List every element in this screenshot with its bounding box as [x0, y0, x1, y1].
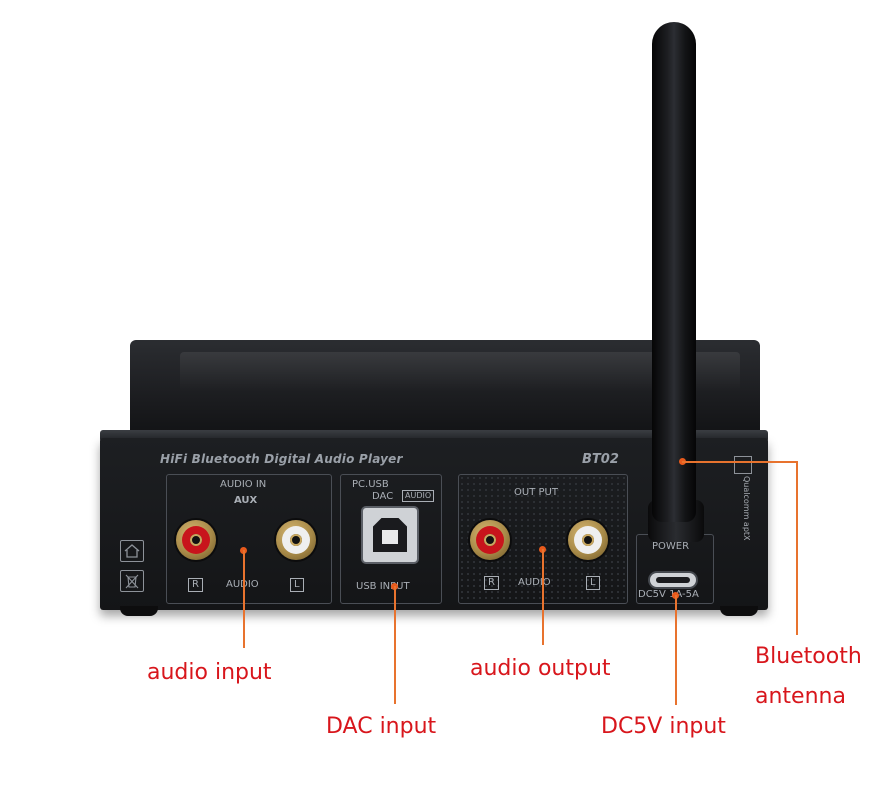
aux-sub: AUX [234, 495, 258, 506]
aux-left-rca-jack[interactable] [276, 520, 316, 560]
aux-left-tag: L [290, 578, 304, 592]
callout-line [675, 595, 677, 705]
rca-hole [190, 534, 202, 546]
callout-line [394, 586, 396, 704]
home-icon [120, 540, 144, 562]
out-audio-text: AUDIO [518, 577, 551, 588]
label-dac-input: DAC input [326, 714, 437, 739]
out-left-rca-jack[interactable] [568, 520, 608, 560]
brand-text: HiFi Bluetooth Digital Audio Player [160, 452, 403, 466]
power-header: POWER [652, 541, 690, 552]
usb-c-slot [656, 577, 690, 583]
usb-bottom-text: USB INPUT [356, 581, 410, 592]
label-antenna: antenna [755, 684, 846, 709]
usb-line2: DAC [372, 491, 394, 502]
aux-audio-text: AUDIO [226, 580, 259, 590]
aptx-sticker: Qualcomm aptX [730, 456, 756, 566]
usb-b-tongue [382, 530, 398, 544]
usb-icon-text: AUDIO [405, 491, 432, 500]
device-foot [720, 606, 758, 616]
out-left-tag: L [586, 576, 600, 590]
usb-c-power-port[interactable] [650, 573, 696, 587]
aux-header: AUDIO IN [220, 479, 267, 490]
device-foot [120, 606, 158, 616]
aux-input-panel [166, 474, 332, 604]
usb-line1: PC.USB [352, 479, 389, 490]
callout-line [682, 461, 797, 463]
rca-hole [290, 534, 302, 546]
label-audio-input: audio input [147, 660, 272, 685]
callout-line [243, 550, 245, 648]
rca-hole [582, 534, 594, 546]
device-top-sheen [180, 352, 740, 392]
label-audio-output: audio output [470, 656, 611, 681]
usb-input-panel [340, 474, 442, 604]
callout-line [796, 461, 798, 635]
out-header: OUT PUT [514, 487, 558, 498]
label-dc5v-input: DC5V input [601, 714, 726, 739]
callout-line [542, 549, 544, 645]
aptx-text: Qualcomm aptX [742, 476, 751, 541]
out-right-tag: R [484, 576, 499, 590]
aux-right-rca-jack[interactable] [176, 520, 216, 560]
out-right-rca-jack[interactable] [470, 520, 510, 560]
antenna-icon [652, 22, 696, 522]
usb-b-port[interactable] [363, 508, 417, 562]
aux-right-tag: R [188, 578, 203, 592]
power-rating: DC5V 1A-5A [638, 589, 699, 600]
recycle-bin-crossed-icon [120, 570, 144, 592]
model-text: BT02 [582, 452, 619, 467]
aptx-logo-box [734, 456, 752, 474]
usb-icon: AUDIO [402, 490, 435, 502]
label-bluetooth: Bluetooth [755, 644, 862, 669]
rca-hole [484, 534, 496, 546]
